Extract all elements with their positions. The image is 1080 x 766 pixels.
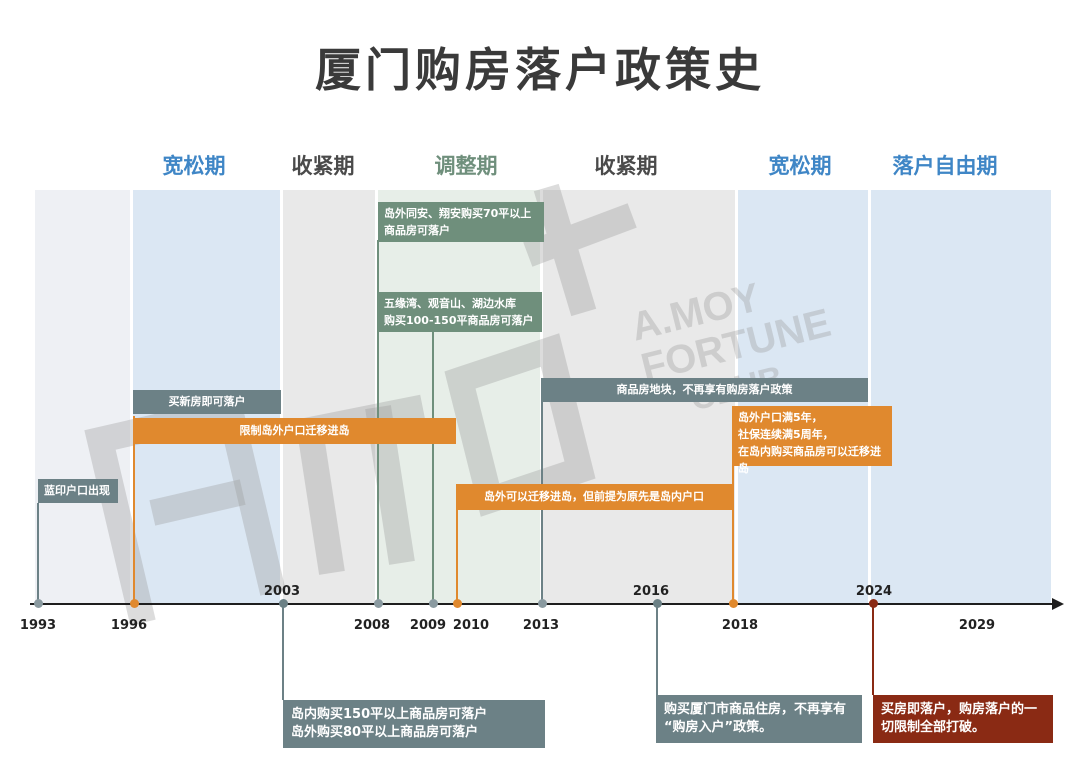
dot-2018 bbox=[729, 599, 738, 608]
timeline-axis bbox=[30, 598, 1064, 610]
stem-2003 bbox=[282, 604, 284, 700]
year-2024: 2024 bbox=[855, 584, 893, 599]
band-1993-1996 bbox=[35, 190, 130, 603]
dot-1993 bbox=[34, 599, 43, 608]
period-label-tight-1: 收紧期 bbox=[291, 154, 355, 178]
dot-2009 bbox=[429, 599, 438, 608]
event-2018-outer: 岛外户口满5年，社保连续满5周年，在岛内购买商品房可以迁移进岛 bbox=[732, 406, 892, 475]
period-label-loose-2: 宽松期 bbox=[768, 154, 832, 178]
year-2016: 2016 bbox=[632, 584, 670, 599]
year-2013: 2013 bbox=[522, 618, 560, 633]
year-2018: 2018 bbox=[721, 618, 759, 633]
event-2008-tongan: 岛外同安、翔安购买70平以上商品房可落户 bbox=[378, 202, 544, 242]
period-label-adjust: 调整期 bbox=[434, 154, 498, 178]
event-2003-area: 岛内购买150平以上商品房可落户岛外购买80平以上商品房可落户 bbox=[283, 700, 545, 748]
year-2010: 2010 bbox=[452, 618, 490, 633]
band-adjust bbox=[378, 190, 540, 603]
stem-2010 bbox=[456, 510, 458, 601]
year-2009: 2009 bbox=[409, 618, 447, 633]
year-1993: 1993 bbox=[19, 618, 57, 633]
page-title: 厦门购房落户政策史 bbox=[315, 43, 765, 97]
stem-2016 bbox=[656, 604, 658, 695]
stem-2018 bbox=[732, 466, 734, 601]
event-2016-no-hukou: 购买厦门市商品住房，不再享有“购房入户”政策。 bbox=[656, 695, 862, 743]
stem-2009 bbox=[432, 332, 434, 601]
dot-2024 bbox=[869, 599, 878, 608]
year-2029: 2029 bbox=[958, 618, 996, 633]
dot-2016 bbox=[653, 599, 662, 608]
event-2013-land: 商品房地块，不再享有购房落户政策 bbox=[541, 378, 868, 402]
year-2008: 2008 bbox=[353, 618, 391, 633]
stem-1996 bbox=[133, 416, 135, 601]
dot-2010 bbox=[453, 599, 462, 608]
event-2009-wuyuan: 五缘湾、观音山、湖边水库购买100-150平商品房可落户 bbox=[378, 292, 542, 332]
dot-2008 bbox=[374, 599, 383, 608]
dot-2003 bbox=[279, 599, 288, 608]
period-label-tight-2: 收紧期 bbox=[594, 154, 658, 178]
event-2024-free: 买房即落户，购房落户的一切限制全部打破。 bbox=[873, 695, 1053, 743]
event-restrict-outer: 限制岛外户口迁移进岛 bbox=[133, 418, 456, 444]
stem-1993 bbox=[37, 503, 39, 601]
event-2010-migrate: 岛外可以迁移进岛，但前提为原先是岛内户口 bbox=[456, 484, 732, 510]
band-tight-1 bbox=[283, 190, 375, 603]
year-1996: 1996 bbox=[110, 618, 148, 633]
dot-1996 bbox=[130, 599, 139, 608]
period-label-loose-1: 宽松期 bbox=[162, 154, 226, 178]
stem-2024 bbox=[872, 604, 874, 695]
band-free bbox=[871, 190, 1051, 603]
event-new-house: 买新房即可落户 bbox=[133, 390, 281, 414]
dot-2013 bbox=[538, 599, 547, 608]
period-label-free: 落户自由期 bbox=[892, 154, 998, 178]
axis-arrow-icon bbox=[1052, 598, 1064, 610]
year-2003: 2003 bbox=[263, 584, 301, 599]
event-blue-hukou: 蓝印户口出现 bbox=[38, 479, 118, 503]
